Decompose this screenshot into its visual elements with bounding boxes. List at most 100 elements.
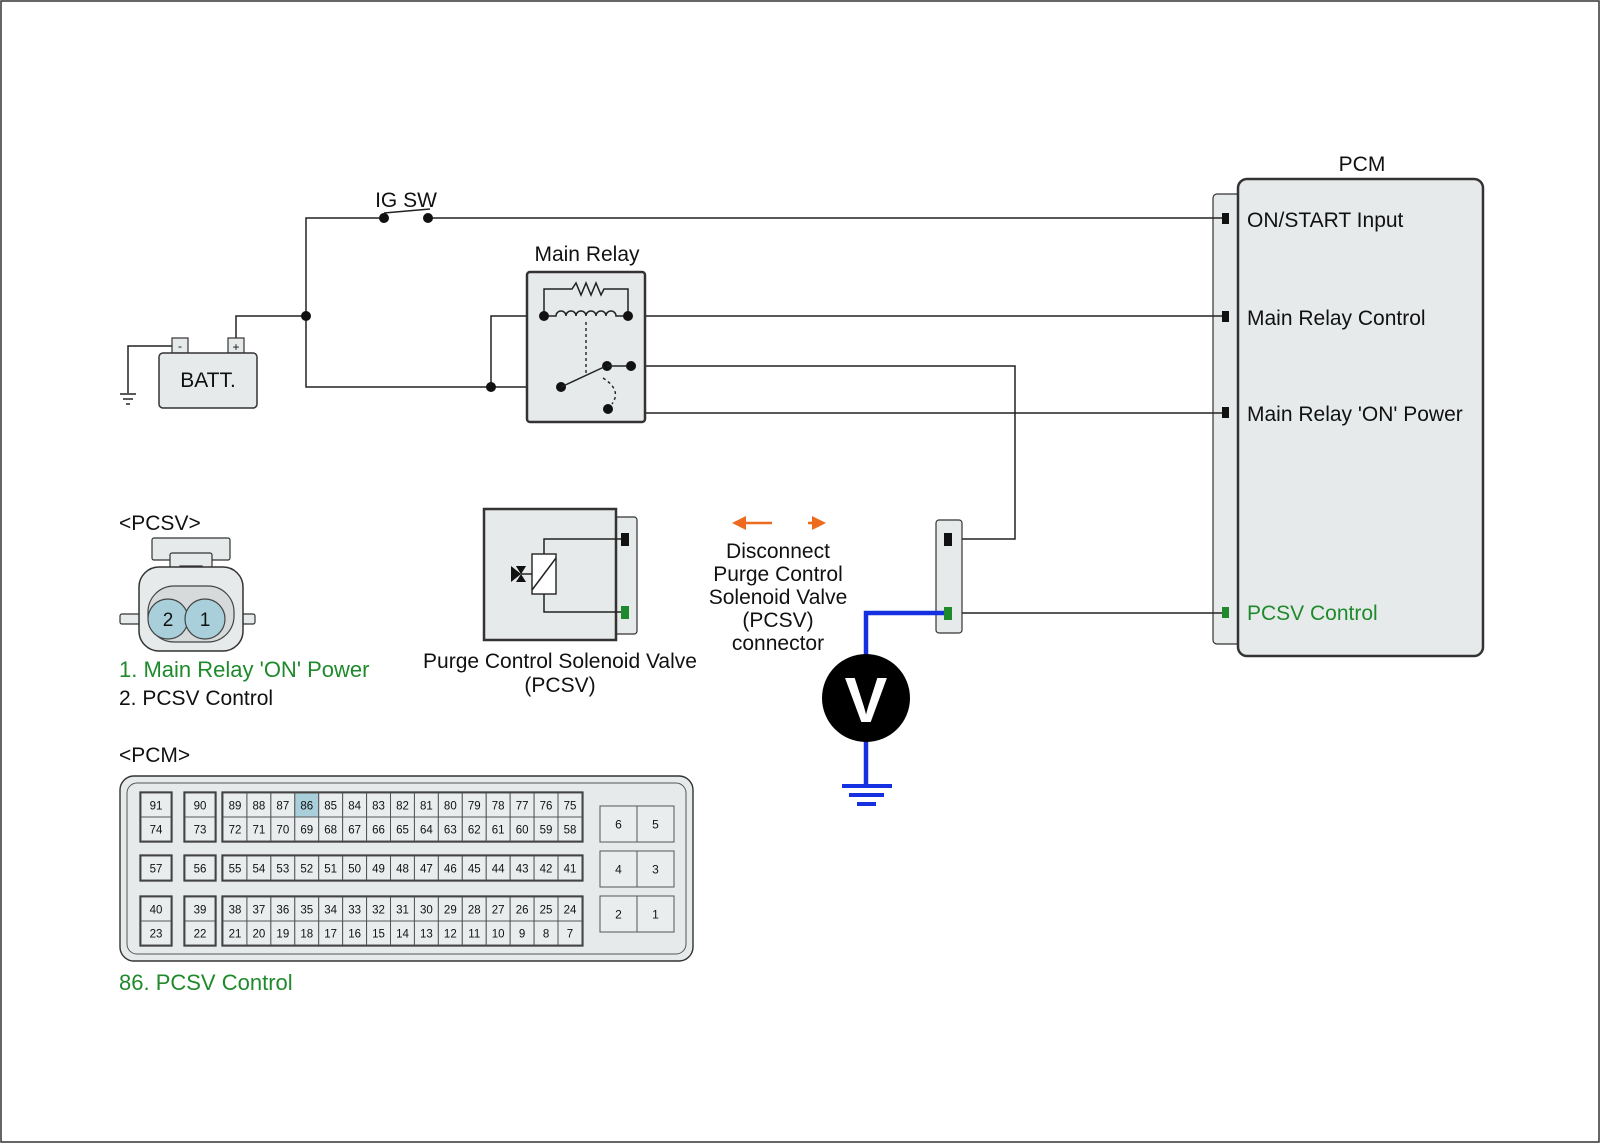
- pcm-pin-number: 53: [276, 864, 289, 876]
- pcm-pin-cell: [140, 792, 172, 818]
- pcm-pin-cell: [140, 920, 172, 946]
- pcm-pin-number: 52: [300, 864, 313, 876]
- pcm-pin-number: 73: [194, 825, 207, 837]
- pcm-pin-number: 10: [492, 929, 505, 941]
- pcm-power-pin-cell: [599, 850, 638, 888]
- junction-dot: [486, 382, 496, 392]
- pcsv-terminal-1: [621, 533, 629, 546]
- ig-feed-wire: [305, 217, 384, 316]
- disconnect-note-line: Purge Control: [713, 563, 843, 586]
- pcm-pin-number: 77: [516, 801, 529, 813]
- harness-terminal-2: [944, 607, 952, 620]
- pcm-pin-number: 60: [516, 825, 529, 837]
- pcsv-pin-1: [184, 598, 226, 640]
- pcm-pin-number: 47: [420, 864, 433, 876]
- pcm-pin-main-relay-on-power: Main Relay 'ON' Power: [1247, 403, 1463, 426]
- pcm-pin-number: 45: [468, 864, 481, 876]
- pcm-pin-number: 81: [420, 801, 433, 813]
- pcm-pin-main-relay-control: Main Relay Control: [1247, 307, 1426, 330]
- pcm-pin-number: 91: [150, 801, 163, 813]
- pcm-pin-number: 14: [396, 929, 409, 941]
- pcm-power-pin-number: 2: [615, 908, 622, 922]
- pcm-pin-number: 24: [564, 905, 577, 917]
- pcm-pin-number: 39: [194, 905, 207, 917]
- pcm-pin-number: 50: [348, 864, 361, 876]
- pcm-power-pin-number: 6: [615, 818, 622, 832]
- pcm-pin-number: 21: [229, 929, 242, 941]
- pcm-pin-number: 82: [396, 801, 409, 813]
- relay-output-pcsv-wire: [631, 365, 1016, 540]
- relay-supply-wire: [305, 316, 491, 388]
- battery-positive-wire: [235, 315, 306, 346]
- pcsv-pin-1-label: 1: [200, 610, 211, 631]
- disconnect-note: Disconnect Purge Control Solenoid Valve …: [709, 516, 847, 655]
- pcm-pin-cell: [184, 816, 216, 842]
- pcm-power-pin-number: 3: [652, 863, 659, 877]
- battery-negative-terminal: -: [178, 339, 182, 353]
- pcm-pin-number: 35: [300, 905, 313, 917]
- pcm-pin-number: 17: [324, 929, 337, 941]
- pcm-pin-number: 27: [492, 905, 505, 917]
- pcm-pin-number: 9: [519, 929, 525, 941]
- pcm-pin-cell: [557, 920, 583, 946]
- pcm-pin-number: 63: [444, 825, 457, 837]
- pcm-pin-cell: [140, 855, 172, 881]
- pcm-pin-number: 49: [372, 864, 385, 876]
- pcm-pin-number: 44: [492, 864, 505, 876]
- pcm-title: PCM: [1339, 153, 1386, 176]
- pcm-pin-number: 54: [252, 864, 265, 876]
- ig-sw-label: IG SW: [375, 189, 437, 212]
- pcm-pin-number: 12: [444, 929, 457, 941]
- pcm-connector-legend: 86. PCSV Control: [119, 970, 293, 995]
- pcm-pin-number: 13: [420, 929, 433, 941]
- pcm-pin-group: [139, 854, 173, 882]
- pcm-pin-number: 70: [276, 825, 289, 837]
- pcm-pin-number: 86: [300, 801, 313, 813]
- pcm-pin-number: 30: [420, 905, 433, 917]
- pcm-module: PCM ON/START Input Main Relay Control Ma…: [1212, 153, 1485, 658]
- pcm-connector-title: <PCM>: [119, 744, 190, 767]
- battery-ground-wire: [127, 345, 172, 393]
- pcm-pin-number: 23: [150, 929, 163, 941]
- pcm-pin-number: 69: [300, 825, 313, 837]
- pcm-pin-group: [183, 854, 217, 882]
- pcm-pin-cell: [184, 855, 216, 881]
- pcm-pin-number: 84: [348, 801, 361, 813]
- pcm-pin-group: [139, 895, 173, 947]
- pcm-pin-number: 18: [300, 929, 313, 941]
- pcm-pin-number: 88: [252, 801, 265, 813]
- pcm-power-pin-cell: [636, 895, 675, 933]
- pcm-pin-number: 15: [372, 929, 385, 941]
- pcm-pin-number: 66: [372, 825, 385, 837]
- pcm-pin-number: 65: [396, 825, 409, 837]
- pcsv-component: Purge Control Solenoid Valve (PCSV): [423, 507, 697, 697]
- pcm-pin-number: 75: [564, 801, 577, 813]
- disconnect-note-line: connector: [732, 632, 824, 655]
- pcm-pin-number: 29: [444, 905, 457, 917]
- pcm-pin-number: 67: [348, 825, 361, 837]
- pcm-pin-number: 72: [229, 825, 242, 837]
- battery-body: [158, 352, 258, 409]
- pcm-pin-cell: [140, 896, 172, 922]
- relay-resistor: [543, 281, 629, 316]
- pcm-pin-group: [183, 791, 217, 843]
- harness-connector-body: [935, 519, 963, 634]
- pcm-pin-number: 26: [516, 905, 529, 917]
- pcsv-pin-2-label: 2: [163, 610, 174, 631]
- pcm-pin-number: 48: [396, 864, 409, 876]
- junction-dot: [301, 311, 311, 321]
- pcsv-legend-pin2: 2. PCSV Control: [119, 687, 273, 710]
- voltmeter-label: V: [845, 664, 888, 736]
- pcm-pin-terminal-4: [1222, 607, 1229, 618]
- pcm-pin-number: 57: [150, 864, 163, 876]
- relay-contact-blade: [560, 366, 605, 388]
- pcm-power-pin-number: 1: [652, 908, 659, 922]
- pcm-pin-terminal-1: [1222, 213, 1229, 224]
- harness-terminal-1: [944, 533, 952, 546]
- pcm-pin-group: [183, 895, 217, 947]
- pcm-pin-number: 46: [444, 864, 457, 876]
- pcm-pin-number: 42: [540, 864, 553, 876]
- pcm-pin-number: 31: [396, 905, 409, 917]
- pcsv-terminal-2: [621, 606, 629, 619]
